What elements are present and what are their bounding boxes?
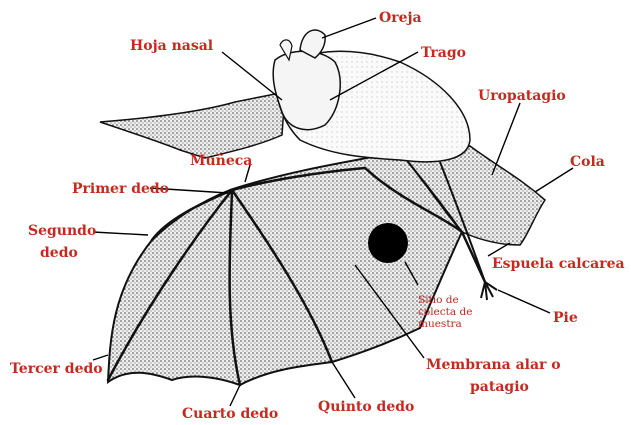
back-wing [100, 92, 285, 158]
sample-site-caption: Sitio de colecta de muestra [418, 294, 472, 330]
label-cuarto-dedo: Cuarto dedo [182, 406, 278, 422]
label-primer-dedo: Primer dedo [72, 181, 169, 197]
label-uropatagio: Uropatagio [478, 88, 566, 104]
label-membrana-line2: patagio [470, 379, 529, 395]
label-tercer-dedo: Tercer dedo [10, 361, 103, 377]
label-hoja-nasal: Hoja nasal [130, 38, 213, 54]
label-muneca: Muñeca [190, 153, 252, 169]
sample-caption-line3: muestra [418, 318, 472, 330]
label-segundo-dedo-line1: Segundo [28, 223, 96, 239]
label-oreja: Oreja [379, 10, 422, 26]
sample-caption-line2: colecta de [418, 306, 472, 318]
label-membrana-line1: Membrana alar o [426, 357, 561, 373]
sample-site-marker [368, 223, 408, 263]
label-trago: Trago [421, 45, 466, 61]
label-pie: Pie [553, 310, 578, 326]
label-segundo-dedo-line2: dedo [40, 245, 78, 261]
label-espuela-calcarea: Espuela calcarea [492, 256, 625, 272]
sample-caption-line1: Sitio de [418, 294, 472, 306]
label-quinto-dedo: Quinto dedo [318, 399, 414, 415]
label-cola: Cola [570, 154, 605, 170]
